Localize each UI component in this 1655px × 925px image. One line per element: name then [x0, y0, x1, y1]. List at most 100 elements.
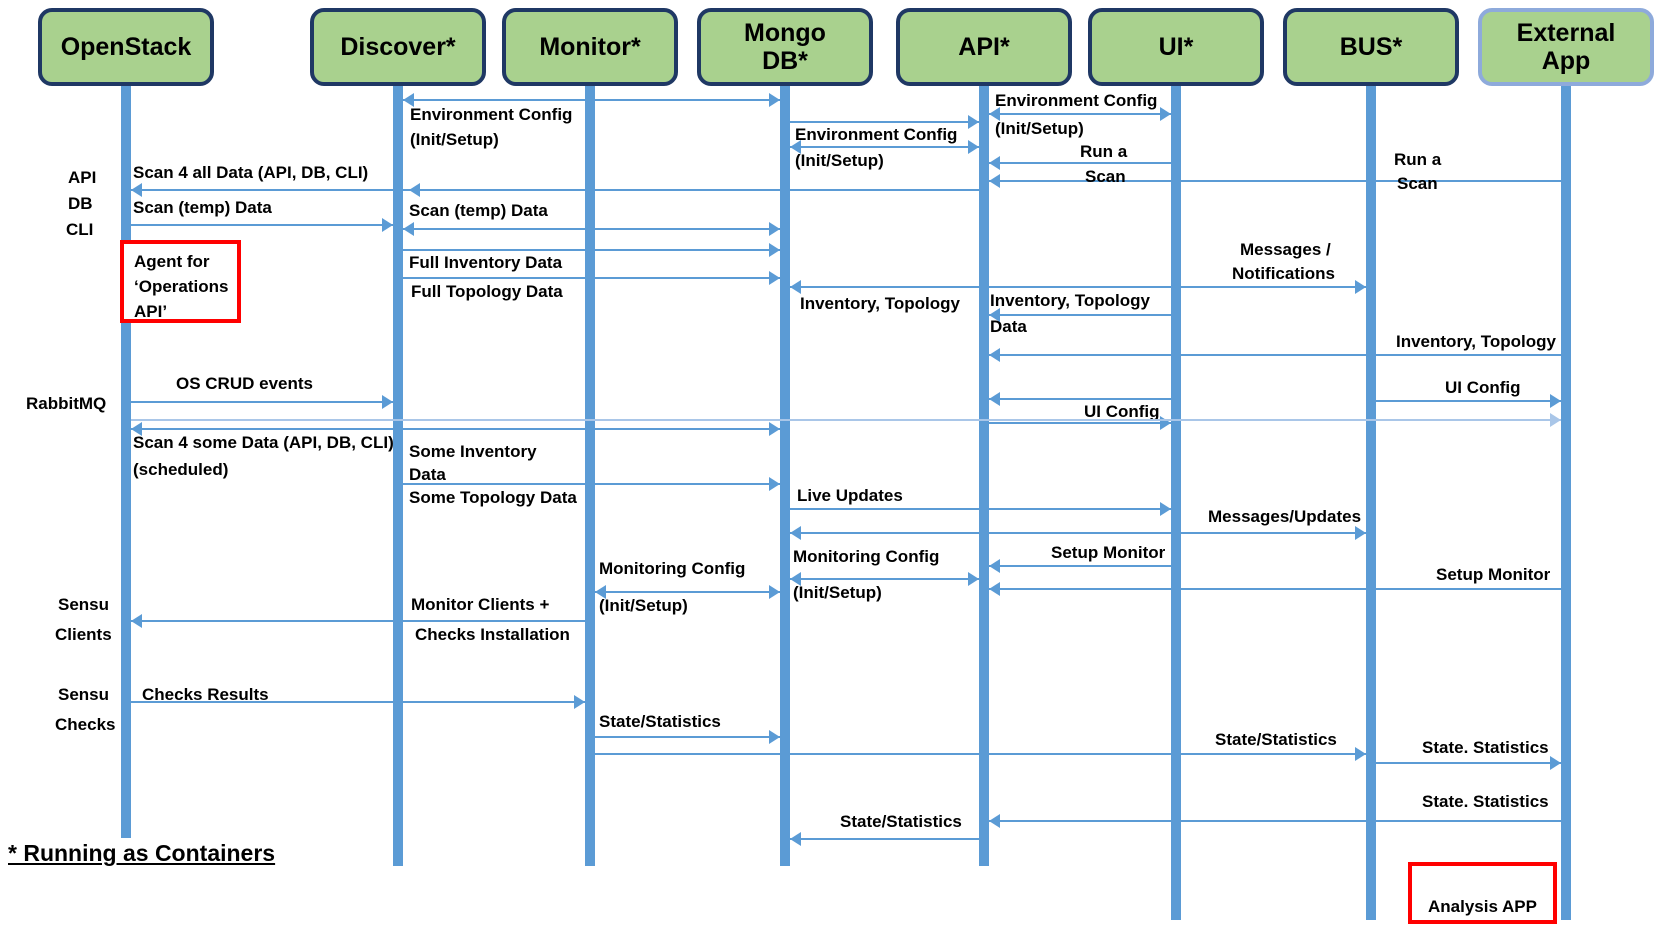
message-label: Monitoring Config: [793, 547, 940, 566]
message-label: Monitoring Config: [599, 559, 746, 578]
message-line: [790, 838, 979, 840]
message-label: Scan 4 all Data (API, DB, CLI): [133, 163, 369, 182]
message-label: Some Topology Data: [409, 488, 577, 507]
message-label: Monitor Clients +: [411, 595, 550, 614]
message-line: [1376, 762, 1561, 764]
message-label: Setup Monitor: [1051, 543, 1166, 562]
message-label: Scan (temp) Data: [133, 198, 272, 217]
message-label: Inventory, Topology: [990, 291, 1150, 310]
message-line: [403, 483, 780, 485]
message-line: [790, 508, 1171, 510]
arrowhead: [790, 832, 801, 846]
message-line: [790, 146, 979, 148]
message-line: [989, 113, 1171, 115]
message-line: [131, 620, 585, 622]
arrowhead: [769, 222, 780, 236]
arrowhead: [1160, 416, 1171, 430]
message-line: [790, 121, 979, 123]
message-label: Environment Config: [795, 125, 958, 144]
footer-note: * Running as Containers: [8, 840, 276, 866]
message-label: Scan (temp) Data: [409, 201, 548, 220]
arrowhead: [1355, 526, 1366, 540]
message-label: UI Config: [1445, 378, 1521, 397]
message-line: [989, 354, 1561, 356]
arrowhead: [989, 348, 1000, 362]
message-line: [595, 753, 1366, 755]
message-line: [403, 228, 780, 230]
message-line: [790, 532, 1366, 534]
message-label: Full Topology Data: [411, 282, 563, 301]
arrowhead: [403, 93, 414, 107]
side-label: CLI: [66, 220, 94, 239]
arrowhead: [989, 392, 1000, 406]
message-line: [131, 701, 585, 703]
actor-box-api: API*: [896, 8, 1072, 86]
arrowhead: [790, 140, 801, 154]
message-label: (Init/Setup): [795, 151, 884, 170]
lifeline-ui: [1171, 86, 1181, 920]
arrowhead: [989, 582, 1000, 596]
lifeline-openstack: [121, 86, 131, 838]
message-line: [1376, 400, 1561, 402]
actor-box-discover: Discover*: [310, 8, 486, 86]
actor-box-mongodb: Mongo DB*: [697, 8, 873, 86]
message-line: [790, 286, 1366, 288]
message-line: [595, 591, 780, 593]
message-label: Checks Installation: [415, 625, 570, 644]
lifeline-api: [979, 86, 989, 866]
message-label: Live Updates: [797, 486, 903, 505]
message-label: (Init/Setup): [793, 583, 882, 602]
side-label: API: [68, 168, 97, 187]
message-label: State. Statistics: [1422, 792, 1549, 811]
message-label: State/Statistics: [840, 812, 962, 831]
message-label: Setup Monitor: [1436, 565, 1551, 584]
arrowhead: [131, 183, 142, 197]
actor-box-ui: UI*: [1088, 8, 1264, 86]
message-label: Scan: [1397, 174, 1438, 193]
message-label: Checks Results: [142, 685, 269, 704]
arrowhead: [790, 526, 801, 540]
arrowhead: [1160, 107, 1171, 121]
arrowhead: [968, 115, 979, 129]
message-label: (Init/Setup): [599, 596, 688, 615]
arrowhead: [989, 107, 1000, 121]
note-line: ‘Operations: [134, 277, 229, 296]
message-label: Environment Config: [410, 105, 573, 124]
arrowhead: [1355, 747, 1366, 761]
message-line: [989, 398, 1171, 400]
arrowhead: [131, 422, 142, 436]
side-label: DB: [68, 194, 93, 213]
arrowhead: [968, 140, 979, 154]
message-line: [989, 162, 1176, 164]
lifeline-discover: [393, 86, 403, 866]
arrowhead: [769, 585, 780, 599]
arrowhead: [595, 585, 606, 599]
arrowhead: [769, 730, 780, 744]
message-line: [403, 99, 780, 101]
arrowhead: [382, 218, 393, 232]
arrowhead: [790, 572, 801, 586]
note-analysis-note: Analysis APP: [1408, 862, 1557, 924]
lifeline-external: [1561, 86, 1571, 920]
message-label: State. Statistics: [1422, 738, 1549, 757]
arrowhead: [1355, 280, 1366, 294]
message-label: Messages/Updates: [1208, 507, 1362, 526]
arrowhead: [989, 174, 1000, 188]
arrowhead: [1160, 502, 1171, 516]
arrowhead: [131, 614, 142, 628]
side-label: Checks: [55, 715, 116, 734]
message-line: [131, 224, 393, 226]
message-label: Inventory, Topology: [800, 294, 960, 313]
arrowhead: [769, 477, 780, 491]
message-line: [989, 820, 1561, 822]
message-line: [131, 401, 393, 403]
message-label: Scan: [1085, 167, 1126, 186]
arrowhead: [769, 93, 780, 107]
message-label: (Init/Setup): [410, 130, 499, 149]
message-line: [989, 588, 1561, 590]
arrowhead: [769, 422, 780, 436]
message-line: [790, 578, 979, 580]
arrowhead: [574, 695, 585, 709]
